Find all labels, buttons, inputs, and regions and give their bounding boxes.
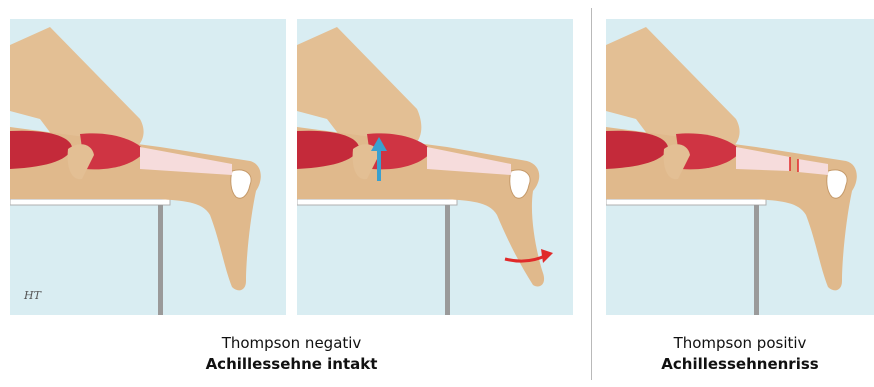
table-top <box>297 199 457 205</box>
caption-positive-line1: Thompson positiv <box>606 333 874 353</box>
divider <box>591 8 592 380</box>
caption-thompson-negative: Thompson negativ Achillessehne intakt <box>10 333 573 375</box>
table-top <box>606 199 766 205</box>
caption-negative-line1: Thompson negativ <box>10 333 573 353</box>
panel-intact-squeeze: HT <box>10 19 286 315</box>
caption-thompson-positive: Thompson positiv Achillessehnenriss <box>606 333 874 375</box>
caption-negative-line2: Achillessehne intakt <box>10 353 573 375</box>
panel-rupture <box>606 19 874 315</box>
panel-intact-foot-flexion <box>297 19 573 315</box>
caption-positive-line2: Achillessehnenriss <box>606 353 874 375</box>
table-top <box>10 199 170 205</box>
table-leg <box>158 205 163 315</box>
signature: HT <box>23 289 43 302</box>
table-leg <box>754 205 759 315</box>
table-leg <box>445 205 450 315</box>
